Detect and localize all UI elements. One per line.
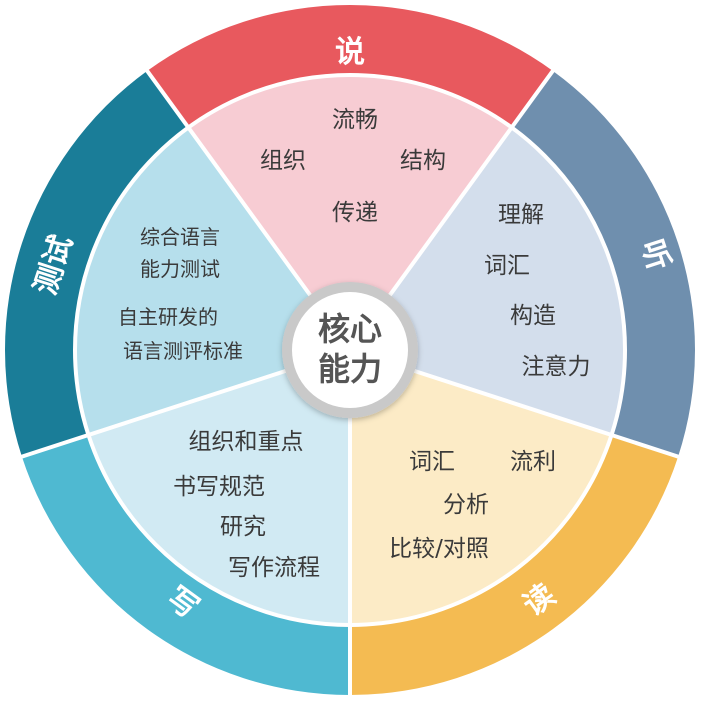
- segment-read-item: 比较/对照: [389, 536, 489, 562]
- segment-listen-item: 词汇: [484, 253, 530, 279]
- segment-test-item: 综合语言: [140, 225, 220, 249]
- segment-speak: 说 流畅 组织 结构 传递: [147, 5, 553, 350]
- segment-read-ring: [350, 434, 679, 695]
- segment-test-item: 自主研发的: [118, 305, 218, 329]
- segment-speak-item: 结构: [400, 148, 446, 174]
- segment-test-item: 语言测评标准: [123, 339, 243, 363]
- segment-speak-item: 传递: [332, 200, 378, 226]
- segment-speak-item: 流畅: [332, 107, 378, 133]
- core-label-line-1: 核心: [318, 310, 382, 348]
- segment-read-item: 词汇: [409, 449, 455, 475]
- segment-read: 读 词汇 流利 分析 比较/对照: [350, 350, 679, 695]
- segment-write-item: 组织和重点: [189, 429, 304, 455]
- segment-test-item: 能力测试: [140, 257, 220, 281]
- segment-speak-ring-label: 说: [335, 35, 365, 70]
- ring-separator: [73, 73, 627, 627]
- segment-write-item: 书写规范: [173, 474, 265, 500]
- segment-listen-item: 注意力: [522, 354, 591, 380]
- core-hub-face: [292, 292, 408, 408]
- segment-speak-area: [188, 75, 512, 350]
- segment-read-item: 分析: [443, 492, 489, 518]
- segment-listen-item: 理解: [498, 202, 544, 228]
- segment-speak-item: 组织: [260, 148, 306, 174]
- segment-write-ring: [21, 434, 351, 695]
- segment-read-item: 流利: [510, 449, 556, 475]
- core-label-line-2: 能力: [318, 350, 382, 388]
- segment-listen-area: [350, 127, 625, 435]
- segment-listen-item: 构造: [510, 303, 556, 329]
- segment-read-area: [350, 350, 612, 625]
- segment-write: 写 组织和重点 书写规范 研究 写作流程: [21, 350, 351, 695]
- segment-write-area: [88, 350, 350, 625]
- segment-write-item: 写作流程: [228, 555, 320, 581]
- segment-speak-ring: [147, 5, 553, 128]
- core-hub: 核心 能力: [282, 282, 418, 418]
- segment-test-area: [74, 127, 350, 435]
- segment-write-item: 研究: [220, 514, 266, 540]
